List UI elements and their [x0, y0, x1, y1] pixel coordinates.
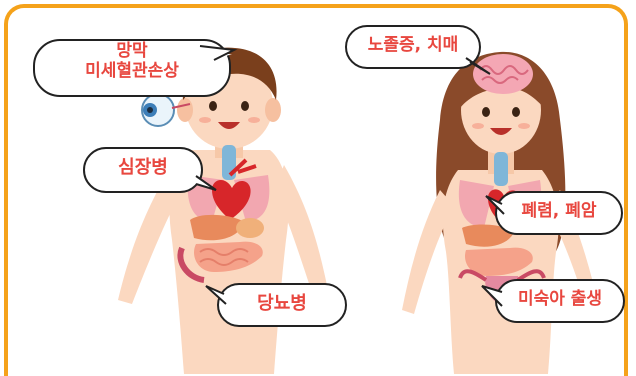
- callout-dementia: 노졸증, 치매: [346, 36, 480, 56]
- callout-retina-line1: 망막: [34, 42, 230, 62]
- callout-heart: 심장병: [84, 158, 202, 179]
- callout-retina-line2: 미세혈관손상: [34, 62, 230, 82]
- callout-diabetes: 당뇨병: [218, 294, 346, 315]
- brain-diagram: [473, 54, 533, 94]
- callout-preterm: 미숙아 출생: [496, 290, 624, 310]
- callout-lung: 폐렴, 폐암: [496, 202, 622, 222]
- callout-retina: 망막 미세혈관손상: [34, 42, 230, 81]
